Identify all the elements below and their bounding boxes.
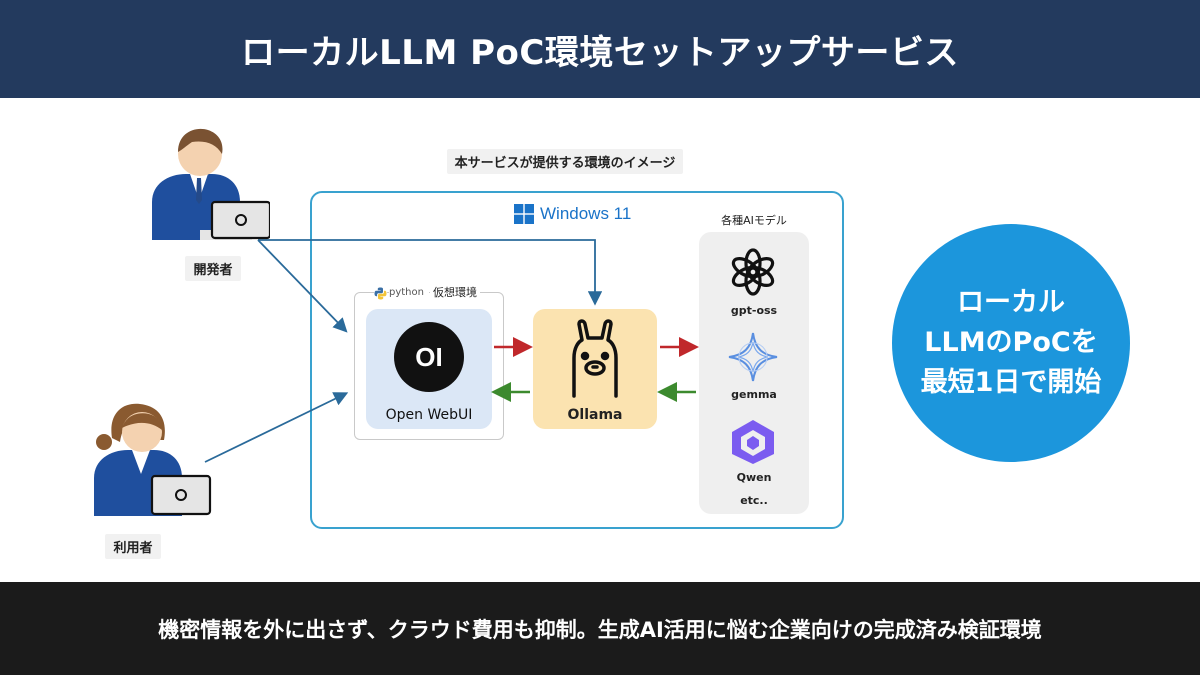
arrow-developer-to-ollama: [258, 239, 603, 306]
ollama-llama-icon: [564, 318, 626, 398]
footer-tagline: 機密情報を外に出さず、クラウド費用も抑制。生成AI活用に悩む企業向けの完成済み検…: [0, 582, 1200, 675]
callout-line-2: LLMのPoCを: [924, 327, 1098, 358]
ollama-box: [533, 309, 657, 429]
user-label: 利用者: [105, 533, 161, 559]
developer-person-icon: [140, 122, 272, 240]
windows-environment-frame: [310, 191, 844, 529]
diagram-caption: 本サービスが提供する環境のイメージ: [446, 148, 684, 174]
gemma-logo-icon: [726, 330, 780, 384]
callout-circle: ローカル LLMのPoCを 最短1日で開始: [892, 224, 1130, 462]
models-title: 各種AIモデル: [721, 214, 787, 227]
ollama-label: Ollama: [567, 407, 623, 423]
python-logo-icon: [374, 285, 387, 300]
qwen-logo-icon: [728, 418, 778, 466]
user-person-icon: [82, 398, 212, 516]
callout-line-1: ローカル: [957, 287, 1065, 318]
windows-logo-icon: [514, 204, 534, 224]
model-gpt-oss-label: gpt-oss: [730, 303, 778, 317]
arrow-user-to-owui: [204, 392, 349, 463]
virtual-environment-frame: [354, 292, 504, 440]
developer-label: 開発者: [185, 255, 241, 281]
windows-label: Windows 11: [540, 204, 632, 223]
page-title: ローカルLLM PoC環境セットアップサービス: [0, 0, 1200, 98]
model-etc-label: etc..: [740, 493, 768, 507]
model-qwen-label: Qwen: [736, 470, 772, 484]
venv-label: 仮想環境: [430, 284, 480, 300]
model-gemma-label: gemma: [731, 387, 777, 401]
open-webui-logo-text: OI: [415, 341, 443, 372]
openai-logo-icon: [727, 246, 779, 298]
arrow-developer-to-owui: [257, 239, 348, 333]
open-webui-label: Open WebUI: [385, 407, 473, 423]
python-label: python: [389, 284, 429, 300]
open-webui-logo-icon: [394, 322, 464, 392]
callout-line-3: 最短1日で開始: [920, 367, 1102, 398]
